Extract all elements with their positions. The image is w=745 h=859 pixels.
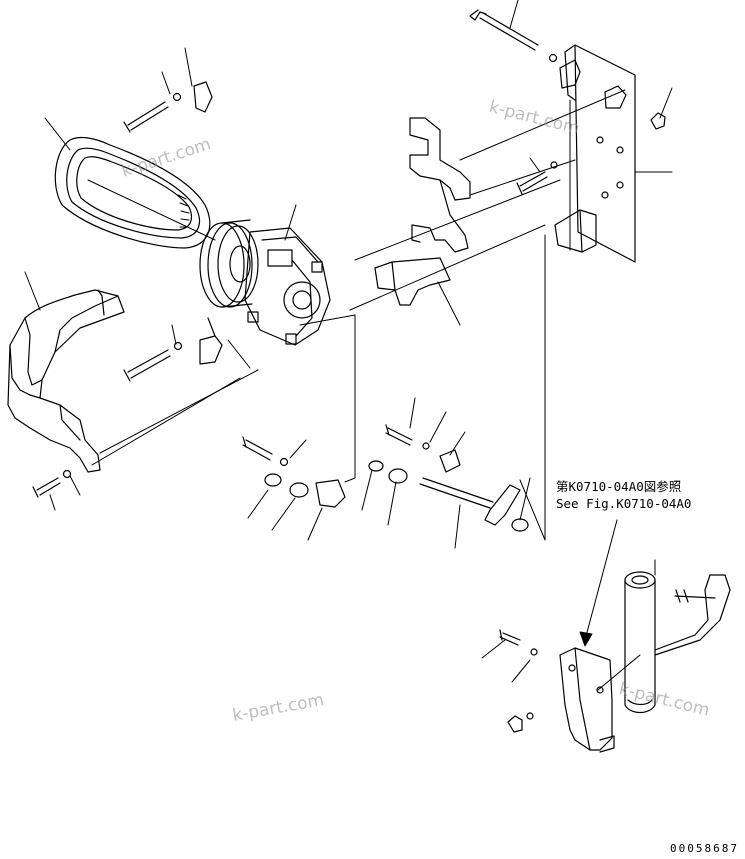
bolts-hardware — [32, 9, 666, 733]
receiver-dryer — [624, 571, 656, 714]
belt-cover — [7, 289, 125, 473]
ac-compressor — [199, 219, 331, 365]
compressor-bracket — [374, 117, 471, 306]
figure-reference-en: See Fig.K0710-04A0 — [556, 496, 692, 511]
dryer-bracket — [559, 647, 615, 753]
mounting-plate — [554, 44, 636, 263]
dryer-pipe — [654, 574, 731, 656]
drawing-number: 00058687 — [670, 842, 739, 855]
figure-reference-ja: 第K0710-04A0図参照 — [556, 479, 682, 494]
leader-lines — [24, 0, 673, 691]
figure-reference-note: 第K0710-04A0図参照 See Fig.K0710-04A0 — [556, 478, 691, 512]
